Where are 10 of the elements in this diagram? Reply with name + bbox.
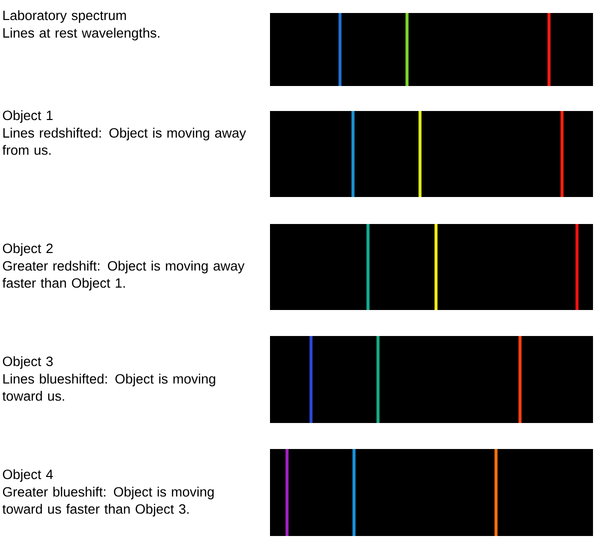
heading: Laboratory spectrum (3, 10, 126, 23)
heading: Object 3 (2, 356, 53, 369)
heading: Object 1 (2, 110, 53, 123)
description: Lines at rest wavelengths. (3, 28, 160, 40)
description: Greater redshift: Object is moving away faster than Object 1. (2, 260, 244, 290)
description: Lines redshifted: Object is moving away from us. (2, 128, 246, 155)
heading: Object 4 (2, 469, 53, 482)
description: Greater blueshift: Object is moving toward us faster than Object 3. (2, 486, 214, 516)
description: Lines blueshifted: Object is moving toward us. (2, 374, 216, 401)
heading: Object 2 (2, 243, 53, 256)
